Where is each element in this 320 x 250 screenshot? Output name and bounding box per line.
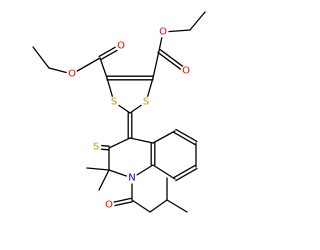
svg-text:N: N (128, 173, 135, 184)
bond-line (32, 46, 50, 69)
atom-o-carbonyl-right: O (180, 65, 192, 77)
atom-s-thione: S (90, 141, 102, 153)
svg-text:O: O (68, 69, 76, 80)
atom-o-carbonyl-left: O (115, 40, 127, 52)
atom-n-ring: N (126, 172, 138, 184)
bond-line (149, 199, 168, 213)
svg-text:O: O (117, 41, 125, 52)
bond-line (129, 137, 154, 144)
svg-text:O: O (159, 27, 167, 38)
svg-text:O: O (182, 66, 190, 77)
atom-s-ring-left: S (108, 96, 120, 108)
bond-line (152, 130, 176, 144)
atom-o-ester-left: O (66, 68, 78, 80)
atom-o-ester-right: O (157, 26, 169, 38)
molecule-structure: O O O O S S S N (32, 11, 206, 213)
svg-text:S: S (143, 97, 149, 108)
bond-line (152, 50, 160, 79)
bond-line (152, 164, 176, 180)
bond-line (175, 167, 198, 182)
svg-text:S: S (111, 97, 117, 108)
atom-s-ring-right: S (140, 96, 152, 108)
bond-line (159, 48, 188, 71)
bond-line (108, 137, 131, 149)
atom-o-amide: O (103, 199, 115, 211)
bond-line (189, 11, 206, 31)
bond-line (98, 169, 110, 191)
bond-line (173, 164, 196, 179)
bond-line (131, 199, 151, 213)
svg-text:S: S (93, 142, 99, 153)
bond-line (173, 131, 196, 146)
bond-line (157, 51, 186, 74)
bond-line (175, 128, 198, 143)
bond-line (99, 57, 108, 79)
bond-line (86, 167, 110, 171)
svg-text:O: O (105, 200, 113, 211)
bond-line (166, 199, 188, 213)
atom-label-layer: O O O O S S S N (66, 26, 192, 211)
